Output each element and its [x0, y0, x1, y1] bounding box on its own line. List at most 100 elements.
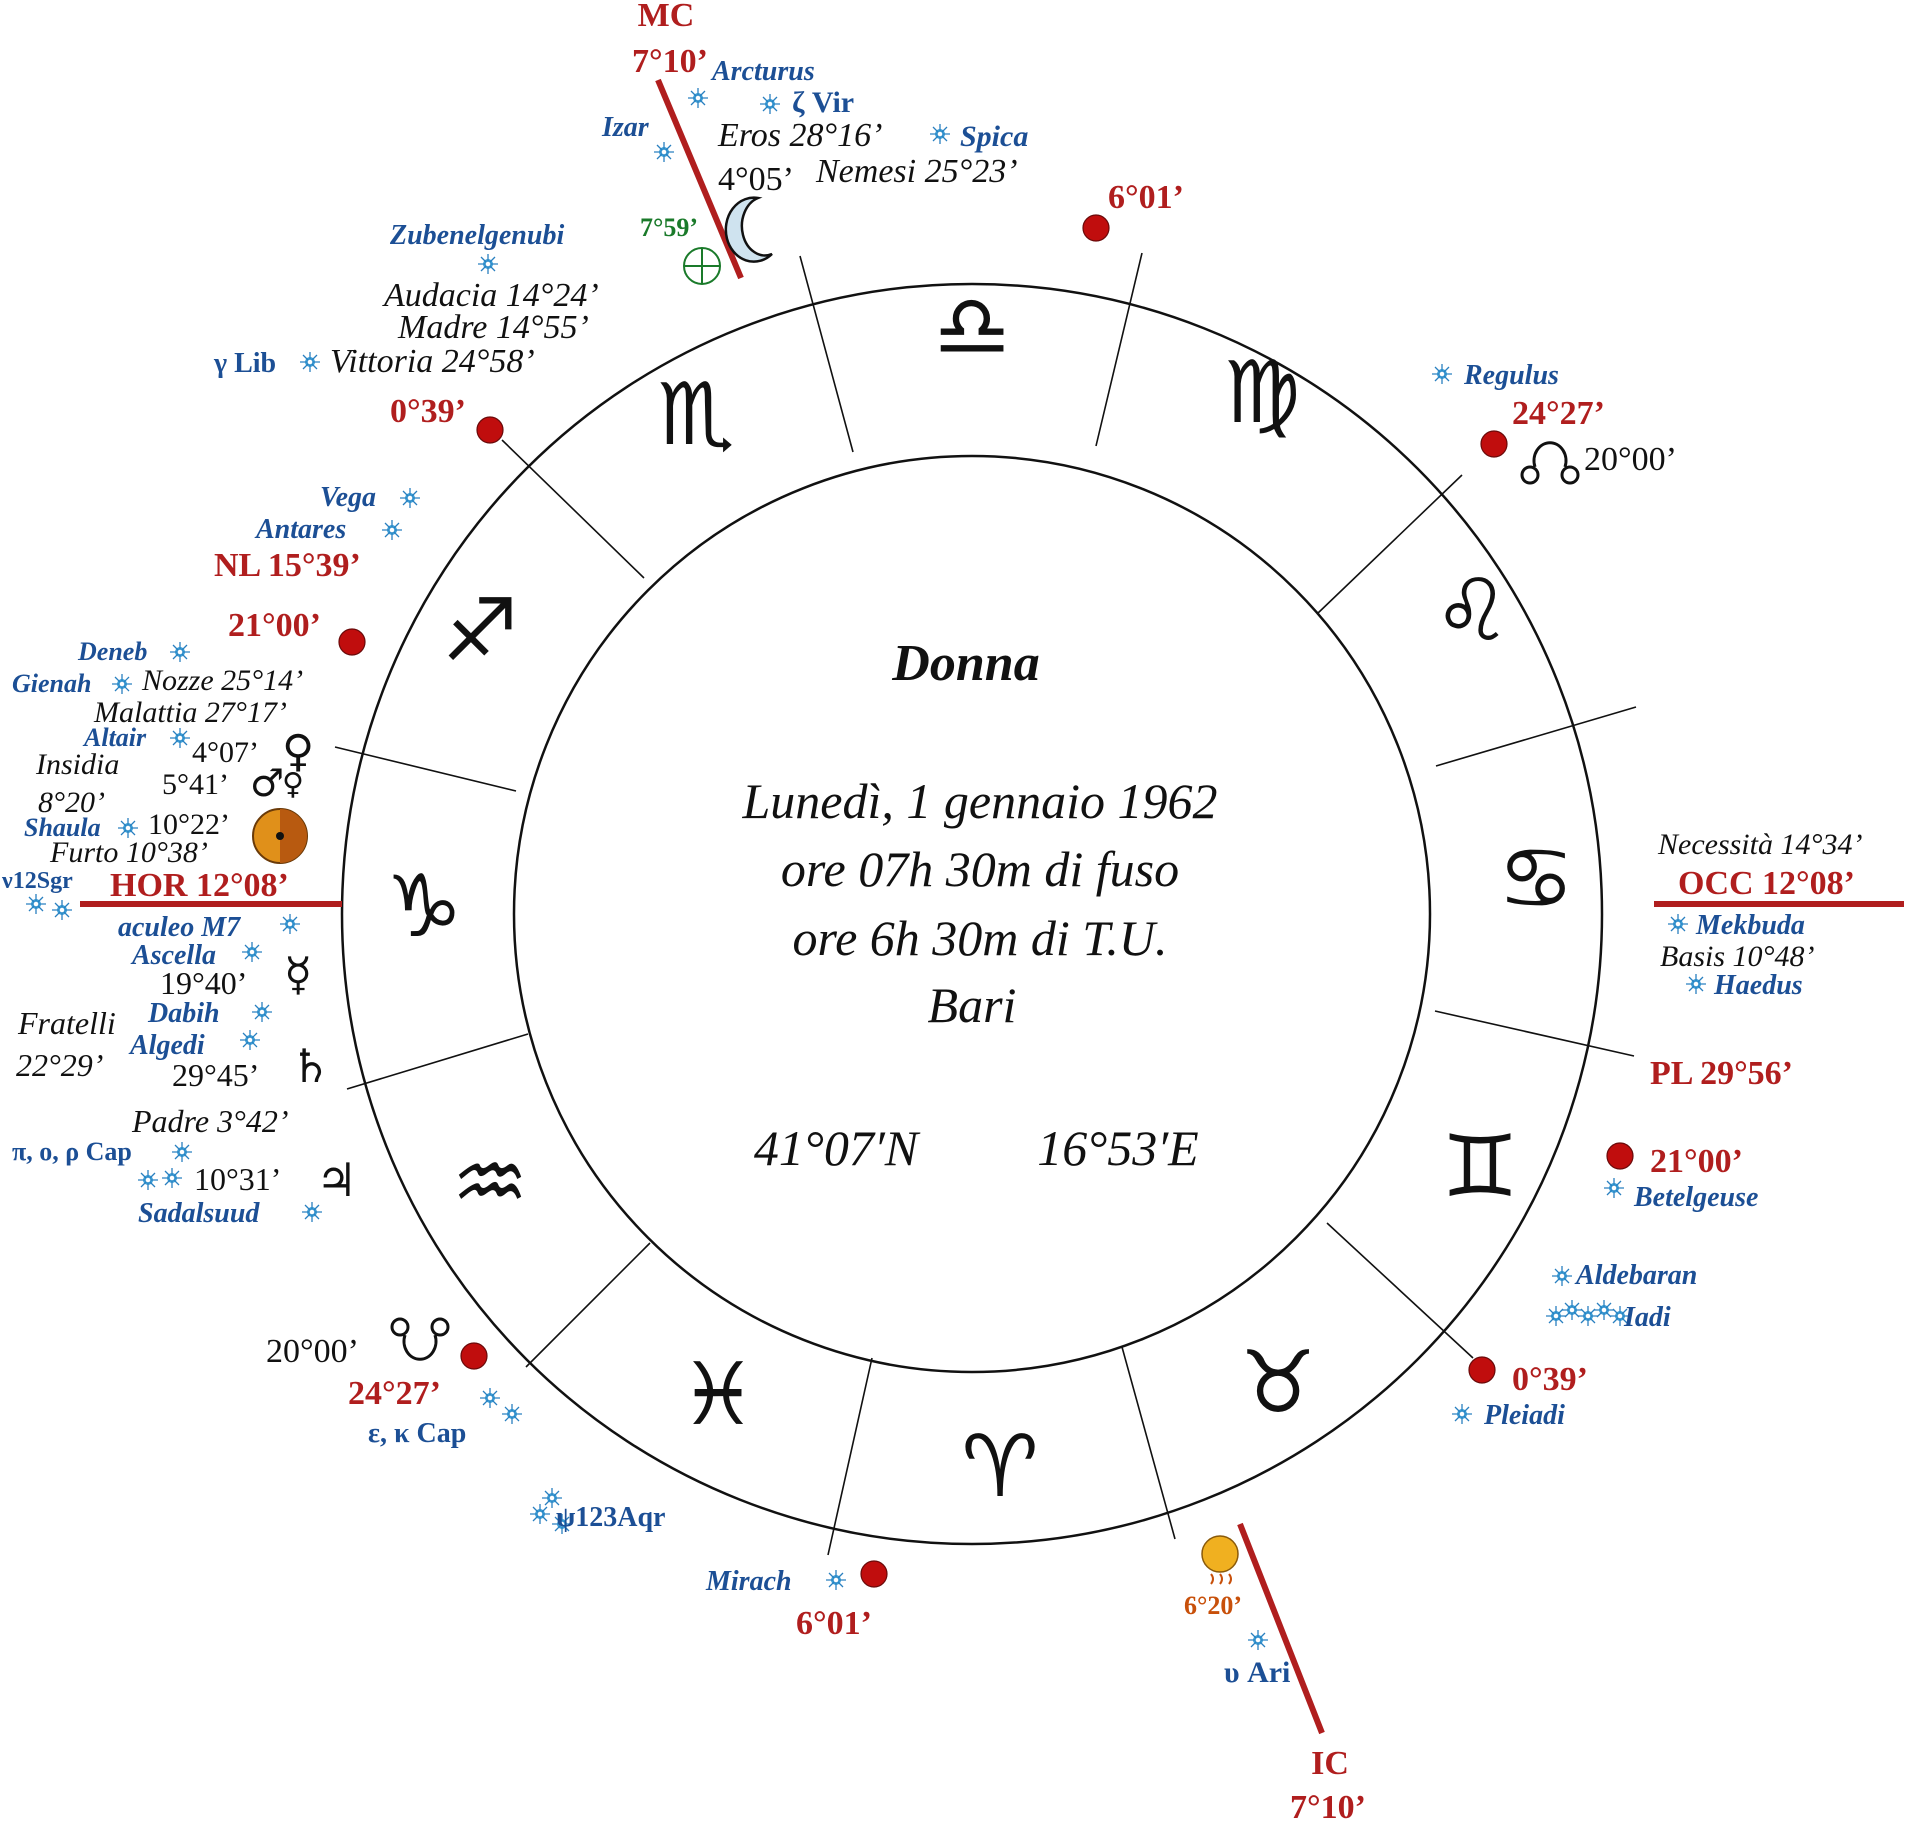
sun-icon: [252, 808, 308, 864]
star-icon: [825, 1569, 847, 1591]
mercury-degree: 19°40’: [160, 965, 247, 1001]
star-eps-cap: ε, κ Cap: [368, 1418, 466, 1449]
star-regulus: Regulus: [1463, 360, 1559, 391]
star-icon: [25, 893, 47, 915]
star-icon: [477, 253, 499, 275]
star-icon: [171, 1141, 193, 1163]
part-insidia: Insidia: [35, 748, 119, 781]
longitude: 16°53′E: [1037, 1120, 1198, 1176]
sign-leo-icon: ♌: [1433, 561, 1510, 661]
star-icon: [479, 1387, 501, 1409]
ic-label: IC: [1311, 1745, 1349, 1782]
star-upsilon-ari: υ Ari: [1224, 1656, 1290, 1689]
cusp-degree: 21°00’: [228, 607, 321, 644]
part-vittoria: Vittoria 24°58’: [330, 343, 535, 380]
star-shaula: Shaula: [24, 813, 101, 842]
jupiter-icon: ♃: [316, 1153, 357, 1207]
axis-lines: [80, 78, 1904, 1735]
venus-icon: ♀: [282, 726, 314, 777]
south-node-degree: 20°00’: [266, 1333, 359, 1370]
star-icon: [1247, 1629, 1269, 1651]
venus-degree: 4°07’: [192, 736, 259, 769]
sign-scorpio-icon: ♏: [657, 365, 734, 465]
star-icon: [929, 123, 951, 145]
part-audacia: Audacia 14°24’: [382, 277, 599, 314]
star-dabih: Dabih: [147, 998, 220, 1029]
star-aldebaran: Aldebaran: [1574, 1260, 1697, 1291]
sign-gemini-icon: ♊: [1441, 1117, 1518, 1217]
star-icon: [1667, 913, 1689, 935]
chart-title: Donna: [891, 635, 1039, 692]
sign-capricorn-icon: ♑: [385, 857, 462, 957]
star-spica: Spica: [960, 120, 1028, 153]
star-icon: [299, 351, 321, 373]
house-divider-lines: [334, 252, 1637, 1556]
saturn-degree: 29°45’: [172, 1057, 259, 1093]
mars-icon: ♂: [250, 761, 284, 805]
star-icon: [529, 1503, 551, 1525]
star-icon: [1685, 973, 1707, 995]
uranus-degree: 6°20’: [1184, 1591, 1242, 1620]
star-vega: Vega: [320, 482, 376, 513]
sign-aquarius-icon: ♒: [451, 1133, 528, 1233]
star-icon: [117, 817, 139, 839]
star-haedus: Haedus: [1713, 970, 1803, 1001]
cusp-degree: 6°01’: [1108, 179, 1184, 216]
star-icon: [1577, 1305, 1599, 1327]
star-zeta-vir: ζ Vir: [792, 86, 854, 119]
star-icon: [687, 87, 709, 109]
part-nozze: Nozze 25°14’: [141, 664, 303, 697]
star-icon: [501, 1403, 523, 1425]
mc-degree: 7°10’: [632, 43, 708, 80]
star-icon: [1451, 1403, 1473, 1425]
sign-cancer-icon: ♋: [1497, 829, 1574, 929]
birth-place: Bari: [928, 977, 1017, 1033]
star-sadalsuud: Sadalsuud: [138, 1198, 260, 1229]
latitude: 41°07′N: [754, 1120, 921, 1176]
part-fratelli: Fratelli: [17, 1005, 116, 1041]
star-antares: Antares: [254, 514, 346, 545]
star-icon: [279, 913, 301, 935]
part-madre: Madre 14°55’: [397, 309, 589, 346]
mc-label: MC: [638, 0, 695, 34]
star-mekbuda: Mekbuda: [1695, 910, 1805, 941]
sign-sagittarius-icon: ♐: [441, 581, 518, 681]
venus-small-icon: ♀: [282, 767, 304, 802]
cusp-degree: 24°27’: [348, 1375, 441, 1412]
star-icon: [111, 673, 133, 695]
cusp-degree: 0°39’: [390, 393, 466, 430]
star-icon: [251, 1001, 273, 1023]
part-insidia-degree: 8°20’: [38, 786, 105, 819]
star-icon: [241, 941, 263, 963]
star-icon: [1603, 1177, 1625, 1199]
mars-degree: 5°41’: [162, 768, 229, 801]
south-node-icon: [390, 1317, 450, 1361]
star-zubenelgenubi: Zubenelgenubi: [389, 220, 564, 251]
star-iadi: Iadi: [1623, 1302, 1671, 1333]
cusp-degree: 6°01’: [796, 1605, 872, 1642]
sign-libra-icon: ♎: [933, 277, 1010, 377]
birth-time-zone: ore 07h 30m di fuso: [781, 841, 1179, 897]
part-padre: Padre 3°42’: [131, 1103, 288, 1139]
star-aculeo: aculeo M7: [118, 912, 241, 943]
north-node-degree: 20°00’: [1584, 441, 1677, 478]
star-ascella: Ascella: [130, 940, 216, 971]
ic-degree: 7°10’: [1290, 1789, 1366, 1823]
sun-degree: 10°22’: [148, 808, 230, 841]
cusp-degree: 21°00’: [1650, 1143, 1743, 1180]
star-icon: [169, 641, 191, 663]
star-psi-aqr: ψ123Aqr: [556, 1502, 665, 1533]
part-of-fortune-icon: [683, 247, 721, 285]
jupiter-degree: 10°31’: [194, 1161, 281, 1197]
part-fratelli-degree: 22°29’: [16, 1047, 103, 1083]
part-nemesi: Nemesi 25°23’: [815, 153, 1018, 190]
cusp-dots: [338, 214, 1634, 1588]
star-betelgeuse: Betelgeuse: [1633, 1182, 1758, 1213]
star-gamma-lib: γ Lib: [213, 348, 276, 379]
part-necessita: Necessità 14°34’: [1657, 828, 1862, 861]
sign-aries-icon: ♈: [961, 1417, 1038, 1517]
full-moon-label: PL 29°56’: [1650, 1055, 1793, 1092]
star-deneb: Deneb: [77, 637, 147, 666]
saturn-icon: ♄: [290, 1039, 331, 1093]
